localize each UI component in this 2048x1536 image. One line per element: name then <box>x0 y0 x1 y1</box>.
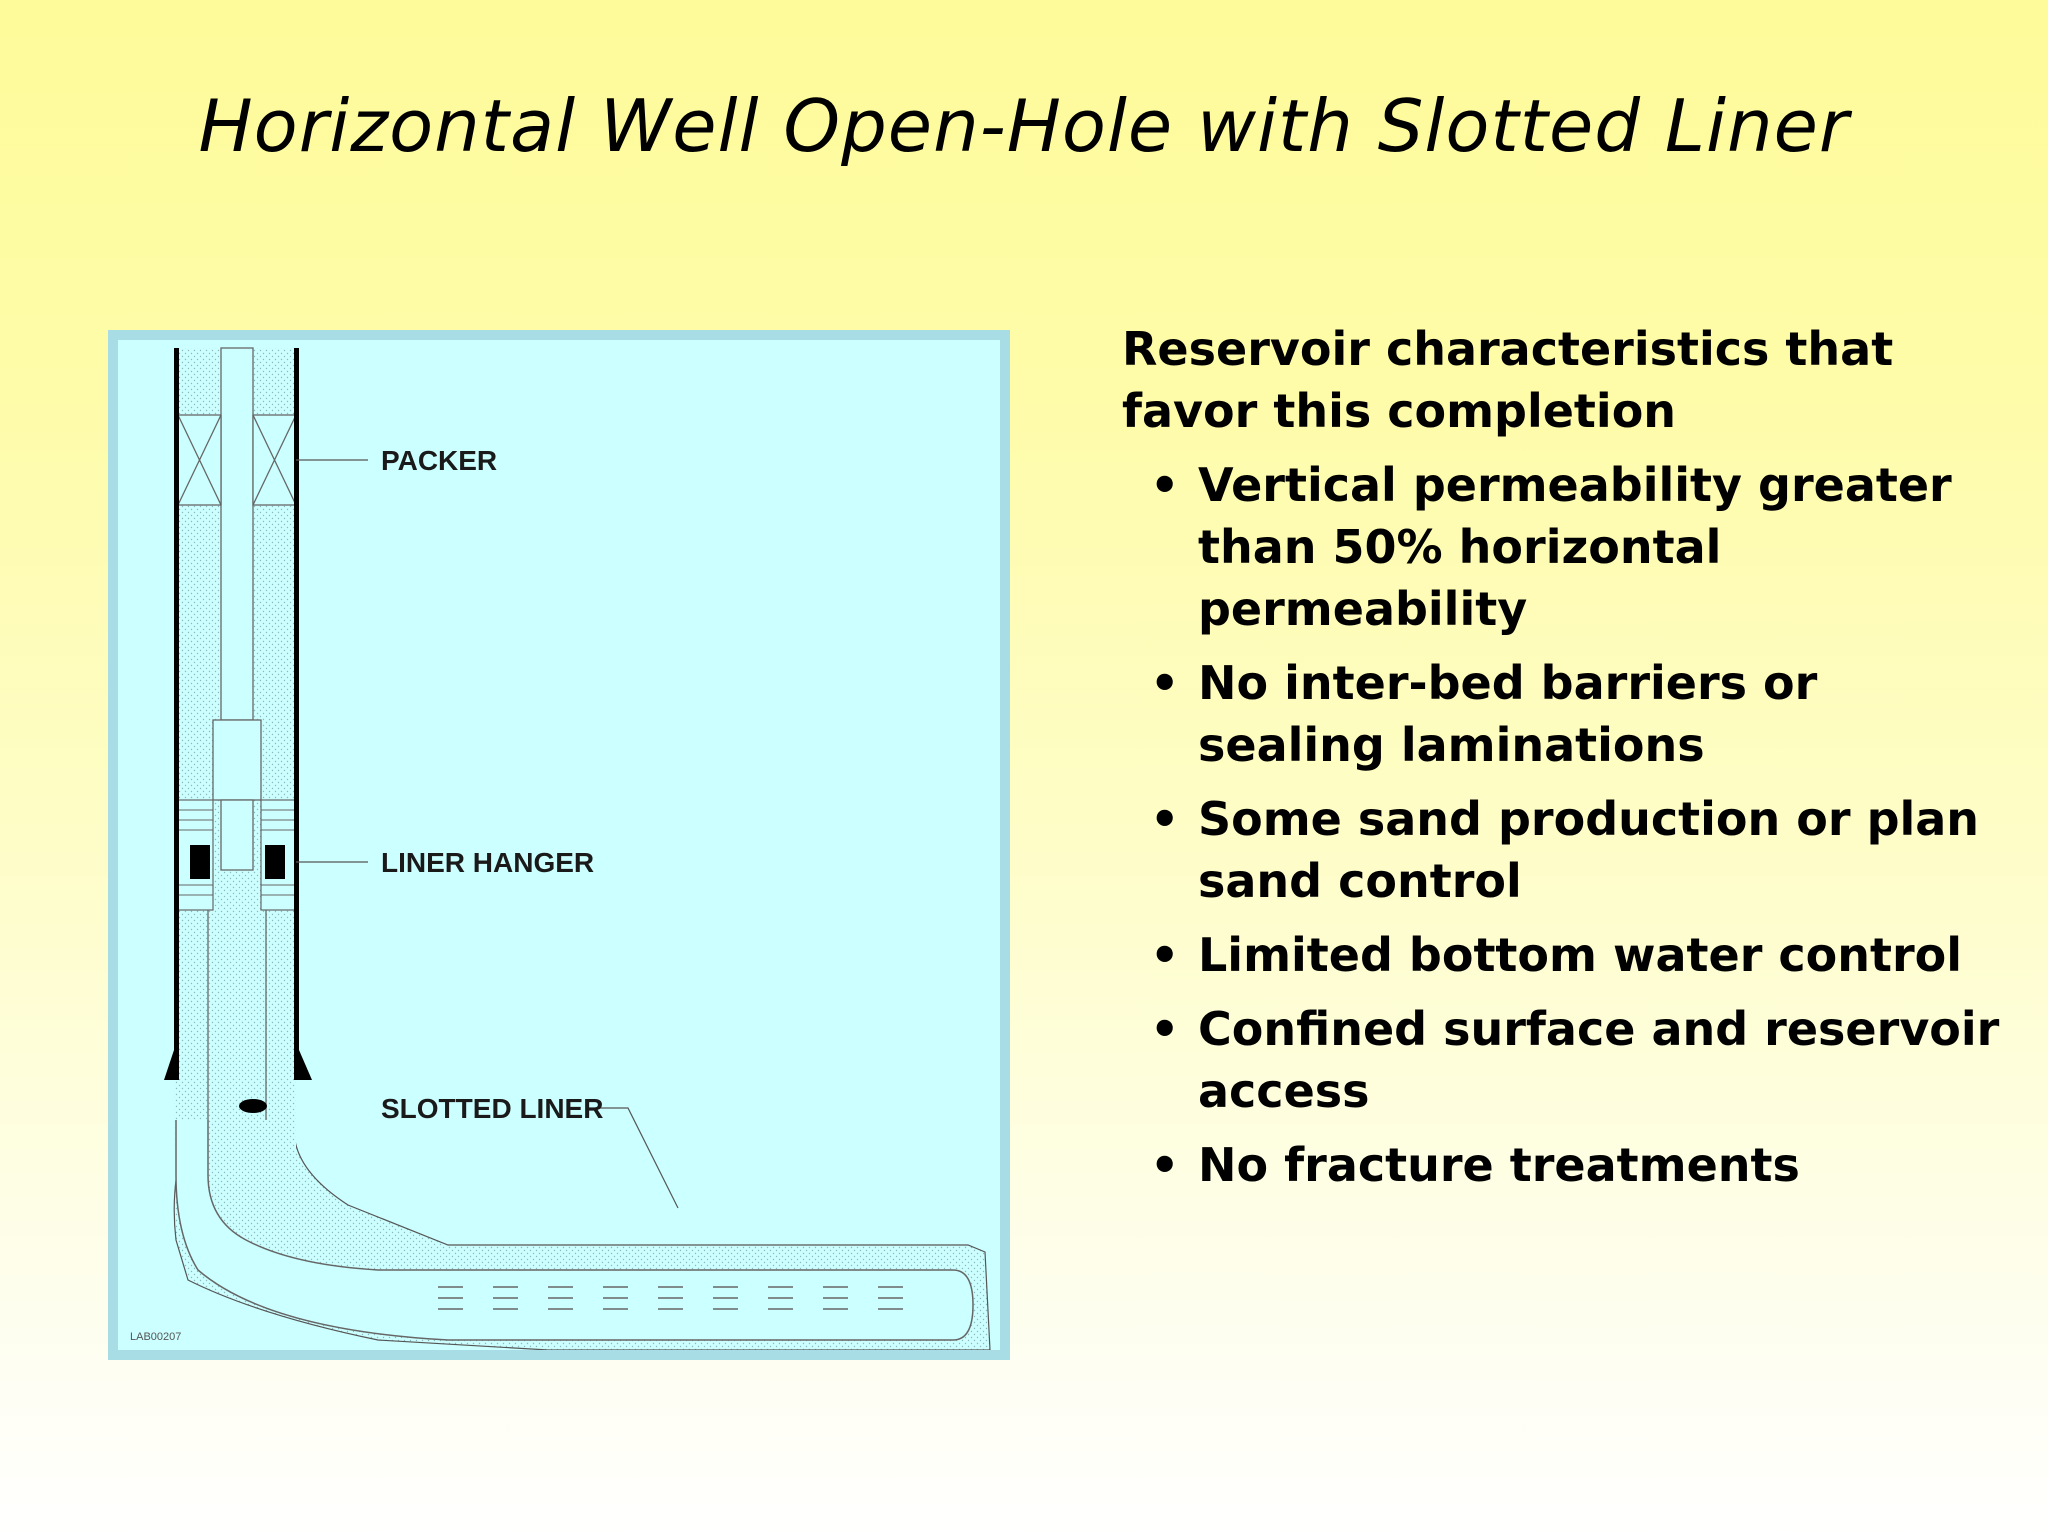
liner-hanger <box>177 799 297 911</box>
list-item: • Confined surface and reservoir access <box>1122 998 2002 1122</box>
list-item: • No inter-bed barriers or sealing lamin… <box>1122 652 2002 776</box>
drawing-code: LAB00207 <box>130 1331 181 1343</box>
list-item-text: Some sand production or plan sand contro… <box>1198 792 1980 908</box>
bullet-icon: • <box>1150 458 1180 512</box>
bullet-icon: • <box>1150 656 1180 710</box>
list-item: • Vertical permeability greater than 50%… <box>1122 454 2002 640</box>
casing-shoe-right <box>294 1050 312 1080</box>
slotted-liner-label: SLOTTED LINER <box>381 1093 603 1124</box>
bullet-icon: • <box>1150 792 1180 846</box>
list-item-text: No fracture treatments <box>1198 1138 1800 1192</box>
casing-shoe-left <box>164 1050 179 1080</box>
panel-heading: Reservoir characteristics that favor thi… <box>1122 322 1894 438</box>
casing-left <box>174 348 179 1070</box>
bullet-icon: • <box>1150 1138 1180 1192</box>
list-item: • Some sand production or plan sand cont… <box>1122 788 2002 912</box>
tubing-upper <box>220 347 254 721</box>
list-item-text: Limited bottom water control <box>1198 928 1963 982</box>
casing-right <box>294 348 299 1070</box>
packer-label: PACKER <box>381 445 497 476</box>
list-item-text: Vertical permeability greater than 50% h… <box>1198 458 1952 636</box>
slotted-liner-leader <box>588 1107 679 1209</box>
well-diagram: PACKER LINER HANGER SLOTTED LINER LAB002… <box>108 330 1010 1360</box>
list-item-text: No inter-bed barriers or sealing laminat… <box>1198 656 1818 772</box>
list-item-text: Confined surface and reservoir access <box>1198 1002 2000 1118</box>
packer-left <box>177 414 222 506</box>
tubing-seal-assembly <box>212 719 262 801</box>
criteria-list: • Vertical permeability greater than 50%… <box>1122 454 2002 1196</box>
slide-title: Horizontal Well Open-Hole with Slotted L… <box>198 84 1850 168</box>
liner-hanger-label: LINER HANGER <box>381 847 594 878</box>
well-schematic: PACKER LINER HANGER SLOTTED LINER LAB002… <box>130 347 991 1350</box>
characteristics-panel: Reservoir characteristics that favor thi… <box>1122 318 2002 1208</box>
float-plug <box>239 1099 267 1113</box>
list-item: • No fracture treatments <box>1122 1134 2002 1196</box>
liner-slots <box>438 1286 903 1310</box>
list-item: • Limited bottom water control <box>1122 924 2002 986</box>
bullet-icon: • <box>1150 1002 1180 1056</box>
packer-right <box>252 414 297 506</box>
tubing-lower <box>220 799 254 871</box>
bullet-icon: • <box>1150 928 1180 982</box>
liner-pipe <box>175 1120 974 1341</box>
